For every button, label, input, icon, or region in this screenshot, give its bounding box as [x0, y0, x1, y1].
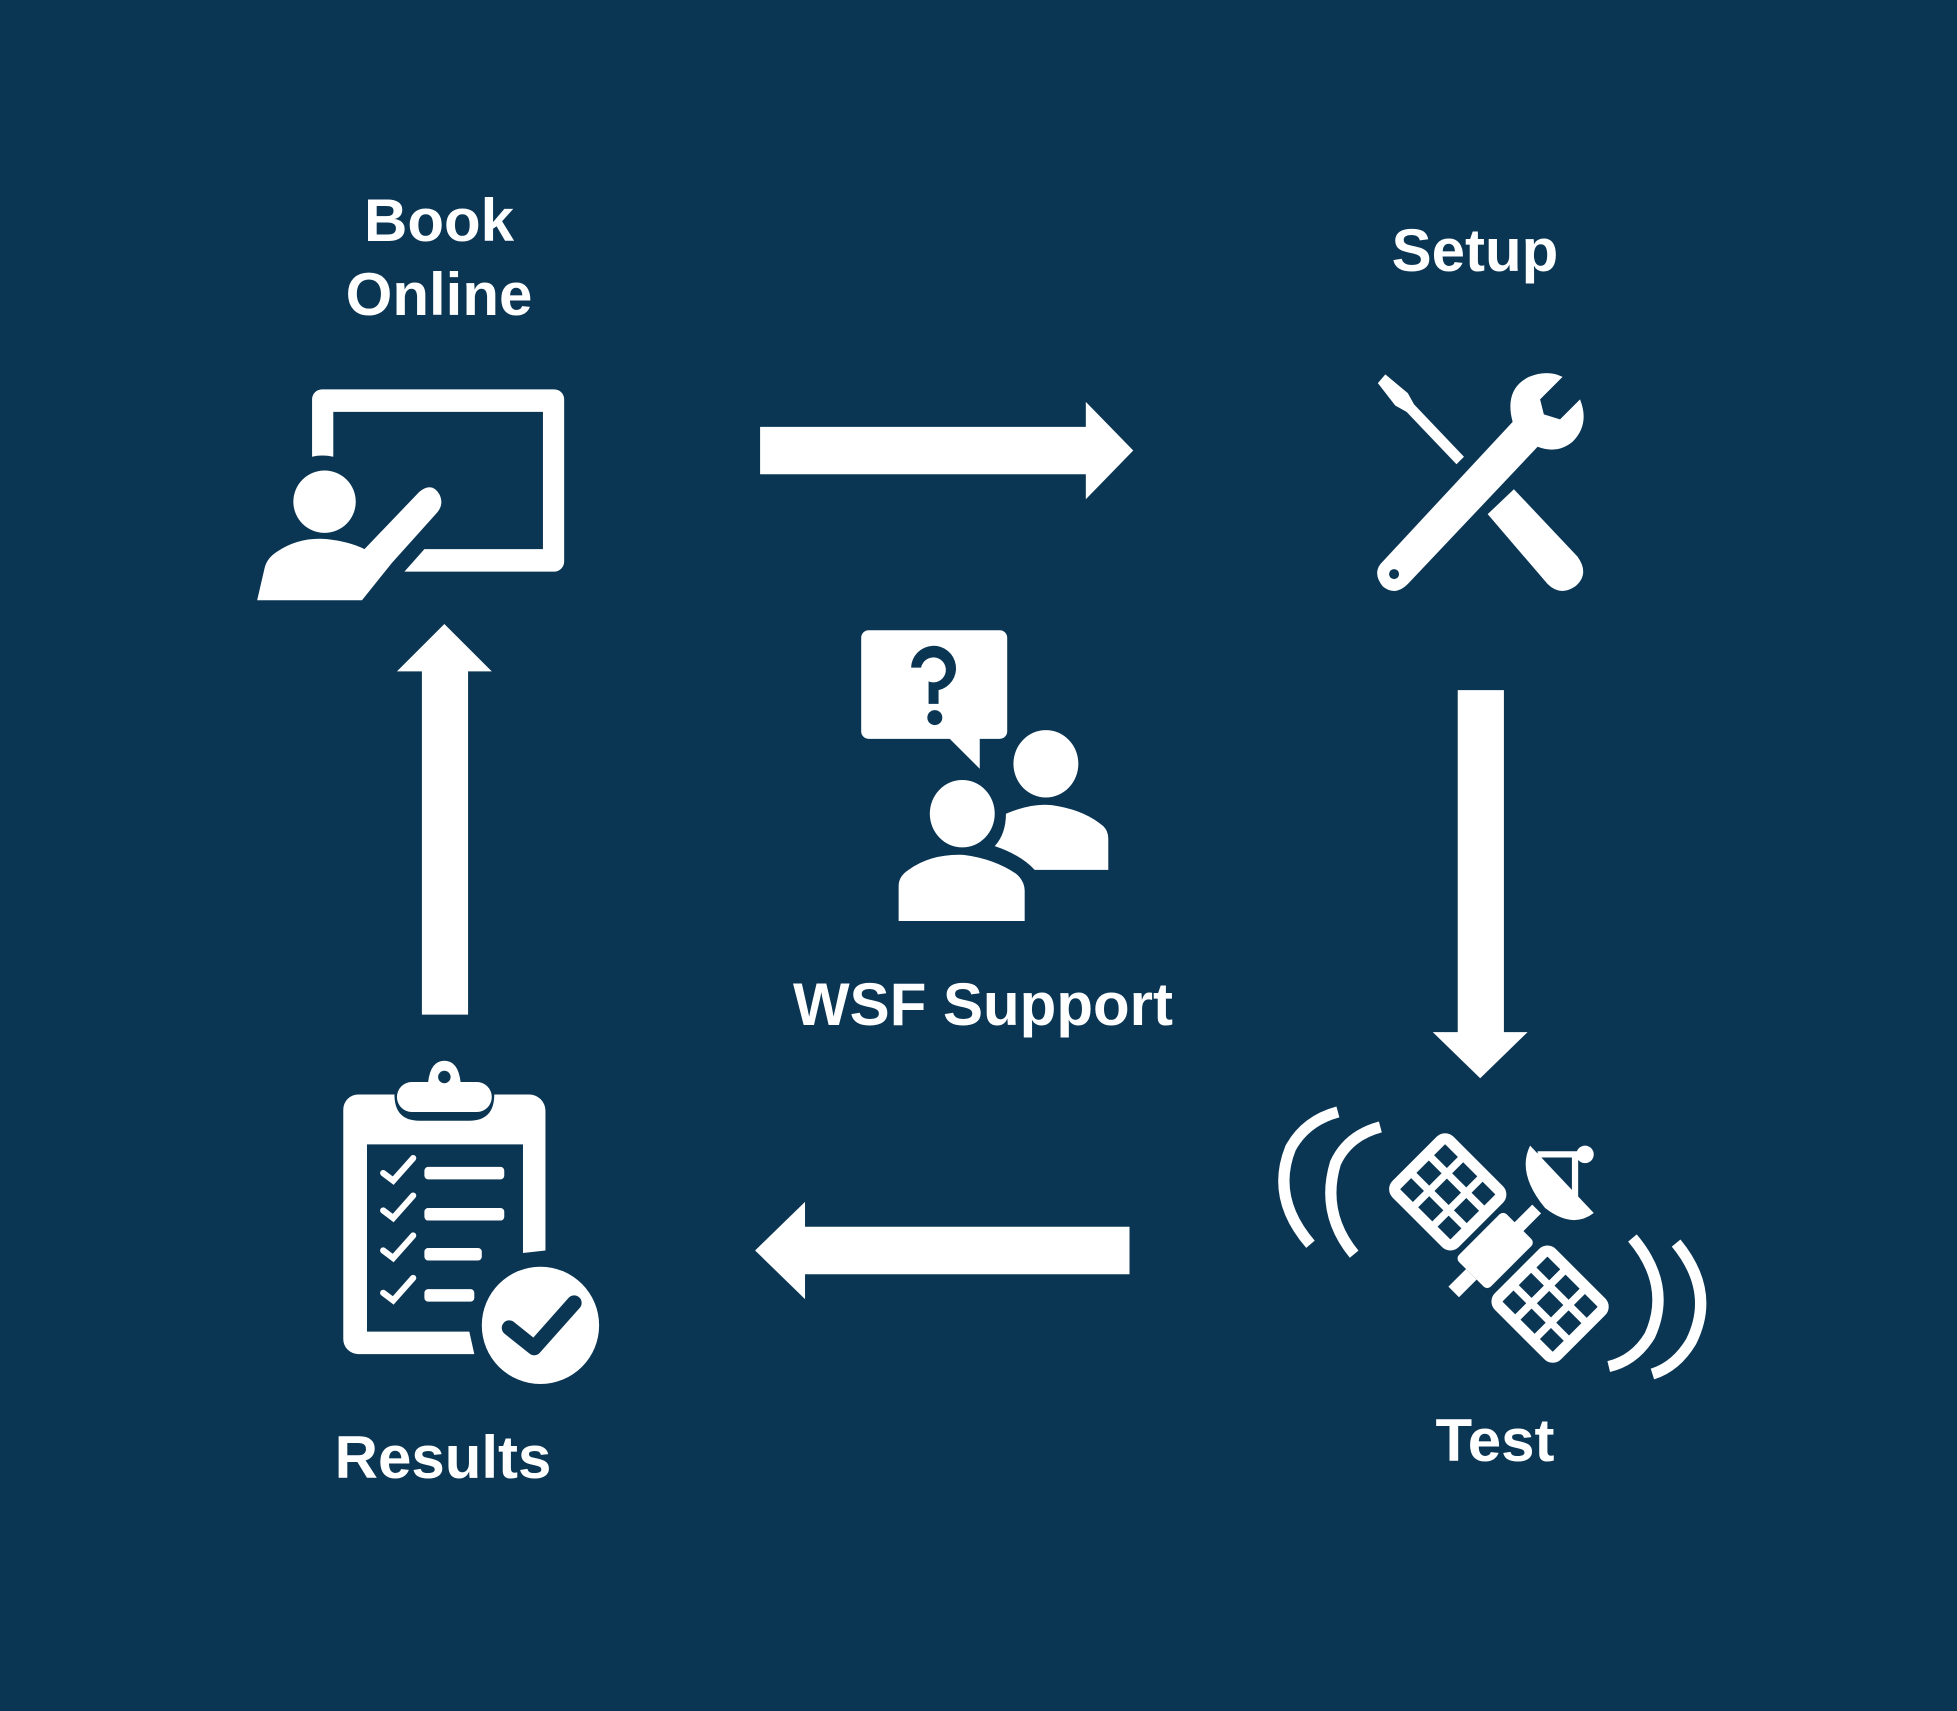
support-people-icon	[861, 630, 1109, 922]
step-label-results: Results	[334, 1424, 552, 1491]
step-label-test: Test	[1435, 1407, 1555, 1474]
arrow-down	[1432, 690, 1528, 1079]
step-label-book-online: Book Online	[346, 184, 533, 332]
book-online-line2: Online	[345, 261, 533, 328]
step-label-setup: Setup	[1391, 217, 1559, 284]
presentation-icon	[257, 389, 565, 601]
center-label-wsf-support: WSF Support	[793, 971, 1173, 1038]
tools-icon	[1377, 373, 1584, 591]
satellite-icon	[1278, 1106, 1707, 1380]
arrow-left	[755, 1201, 1130, 1300]
clipboard-check-icon	[343, 1060, 600, 1385]
arrow-right	[760, 401, 1134, 500]
book-online-line1: Book	[364, 187, 514, 254]
arrow-up	[396, 623, 492, 1015]
